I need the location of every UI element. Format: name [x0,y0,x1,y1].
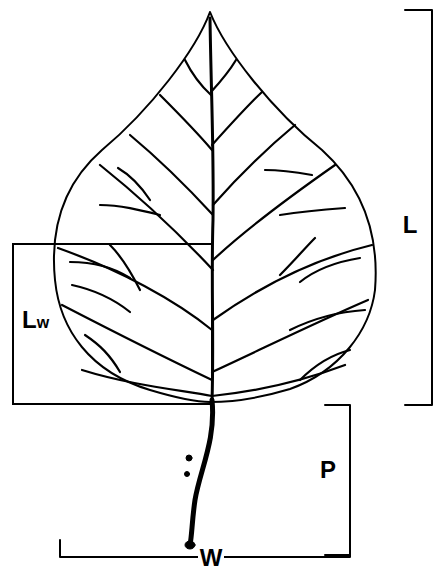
length-bracket [405,10,432,405]
petiole-bump [186,455,192,461]
petiole-bump [185,472,190,477]
right-veins [211,60,372,396]
petiole [190,400,213,545]
measure-box: Lw [12,243,213,405]
dimension-label: W [198,546,225,570]
dimension-label: P [318,458,338,482]
dimension-label: L [401,213,420,237]
measure-label: Lw [22,308,49,332]
petiole-end [185,541,195,549]
left-veins [58,60,213,396]
leaf-outline [54,12,376,402]
